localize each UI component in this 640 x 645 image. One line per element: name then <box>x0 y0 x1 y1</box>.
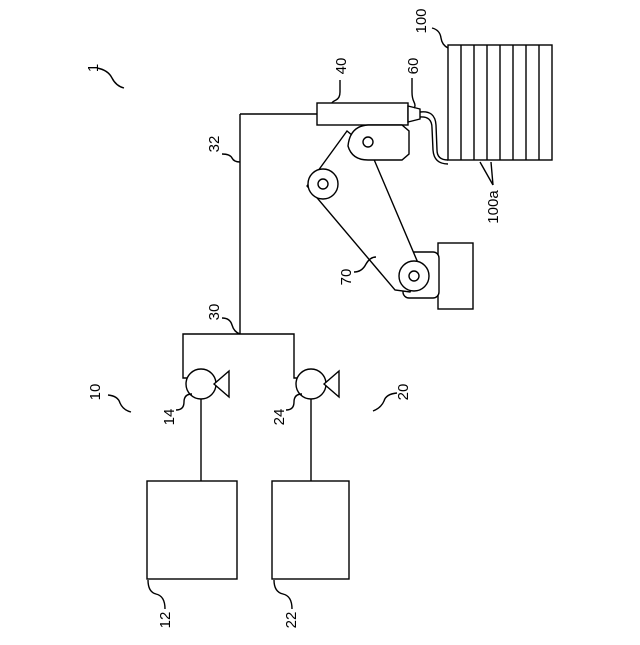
label-gun: 40 <box>333 58 350 75</box>
leader-10 <box>108 395 131 412</box>
leader-14 <box>176 394 192 410</box>
pump-14 <box>186 369 229 399</box>
pump-outlet-24 <box>240 334 297 378</box>
leader-40 <box>332 80 340 103</box>
label-pump-b: 24 <box>271 409 288 426</box>
tank-12 <box>147 481 237 579</box>
nozzle-tube-outer <box>420 117 448 164</box>
nozzle-60 <box>408 106 420 122</box>
label-workpiece: 100 <box>413 8 430 33</box>
label-hose: 32 <box>206 136 223 153</box>
label-unit-b: 20 <box>395 384 412 401</box>
label-tank-b: 22 <box>283 612 300 629</box>
label-pump-a: 14 <box>161 409 178 426</box>
leader-22 <box>274 580 292 609</box>
leader-12 <box>148 580 165 609</box>
label-merge-pipe: 30 <box>206 304 223 321</box>
tank-22 <box>272 481 349 579</box>
label-tank-a: 12 <box>157 612 174 629</box>
label-nozzle: 60 <box>405 58 422 75</box>
workpiece-100 <box>448 45 552 160</box>
leader-24 <box>286 394 302 410</box>
label-robot: 70 <box>338 269 355 286</box>
label-unit-a: 10 <box>87 384 104 401</box>
leader-20 <box>373 393 397 411</box>
pump-24 <box>296 369 339 399</box>
label-workpiece-gaps: 100a <box>485 190 502 224</box>
leader-30 <box>222 318 240 334</box>
leader-100 <box>432 28 448 48</box>
pump-outlet-14 <box>183 334 240 378</box>
leader-60 <box>412 78 415 108</box>
leader-32 <box>222 154 240 162</box>
label-system: 1 <box>85 64 102 72</box>
gun-40 <box>317 103 408 125</box>
